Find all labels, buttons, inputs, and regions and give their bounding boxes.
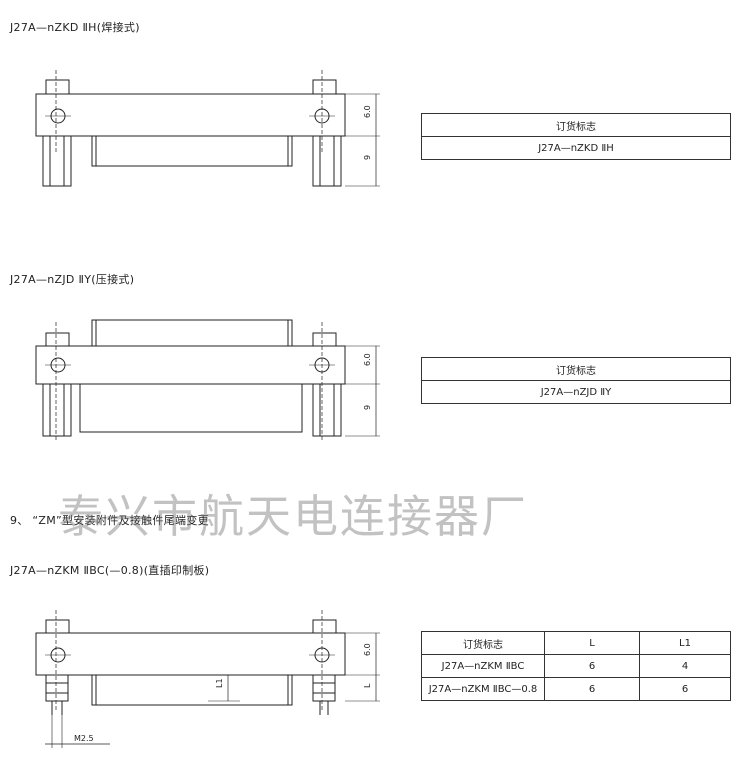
dim-top-2: 6.0	[363, 353, 372, 366]
cell-code: J27A—nZKM ⅡBC	[421, 654, 545, 678]
connector-drawing-3: L1 6.0 L M2.5	[35, 610, 380, 748]
order-table-header: 订货标志	[421, 113, 731, 137]
table-row: J27A—nZKM ⅡBC—0.8 6 6	[421, 677, 731, 701]
section9-subtitle: J27A—nZKM ⅡBC(—0.8)(直插印制板)	[10, 564, 210, 577]
dim-bottom-1: 9	[363, 155, 372, 160]
order-table-header: 订货标志	[421, 357, 731, 381]
dim-side-3: L	[363, 683, 372, 688]
connector-drawing-1: 6.0 9	[35, 70, 380, 187]
section1-title: J27A—nZKD ⅡH(焊接式)	[10, 21, 140, 34]
cell-code: J27A—nZKM ⅡBC—0.8	[421, 677, 545, 701]
dim-inner-3: L1	[215, 678, 224, 688]
order-table-value: J27A—nZJD ⅡY	[421, 380, 731, 404]
order-table-1: 订货标志 J27A—nZKD ⅡH	[421, 113, 731, 160]
col-header-code: 订货标志	[421, 631, 545, 655]
col-header-l: L	[544, 631, 640, 655]
cell-l1: 6	[639, 677, 731, 701]
dim-top-3: 6.0	[363, 643, 372, 656]
table-row: J27A—nZKM ⅡBC 6 4	[421, 654, 731, 678]
dim-thread-3: M2.5	[74, 734, 94, 743]
table-header-row: 订货标志 L L1	[421, 631, 731, 655]
order-table-3: 订货标志 L L1 J27A—nZKM ⅡBC 6 4 J27A—nZKM ⅡB…	[421, 631, 731, 701]
cell-l: 6	[544, 677, 640, 701]
connector-drawing-2: 6.0 9	[35, 319, 380, 440]
watermark: 泰兴市航天电连接器厂	[58, 490, 529, 543]
cell-l: 6	[544, 654, 640, 678]
order-table-2: 订货标志 J27A—nZJD ⅡY	[421, 357, 731, 404]
section9-heading: 9、 “ZM”型安装附件及接触件尾端变更	[10, 514, 209, 527]
col-header-l1: L1	[639, 631, 731, 655]
section2-title: J27A—nZJD ⅡY(压接式)	[10, 273, 135, 286]
order-table-value: J27A—nZKD ⅡH	[421, 136, 731, 160]
dim-bottom-2: 9	[363, 405, 372, 410]
cell-l1: 4	[639, 654, 731, 678]
dim-top-1: 6.0	[363, 105, 372, 118]
